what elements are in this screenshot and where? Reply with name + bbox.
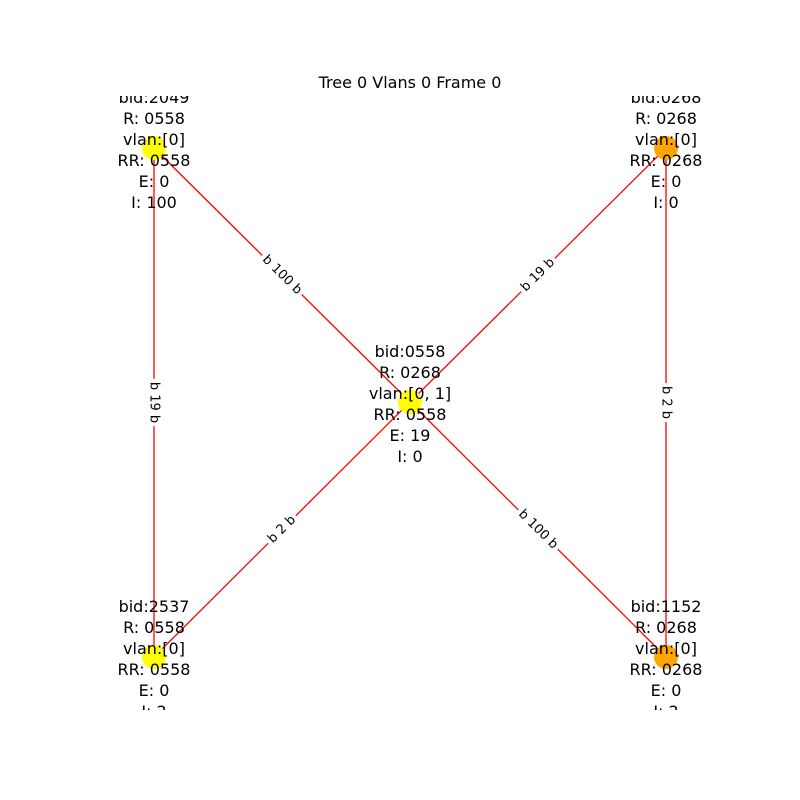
node-tl xyxy=(142,136,166,160)
node-label-line: I: 0 xyxy=(653,193,678,212)
edge-label-group: b 2 b xyxy=(657,382,675,423)
nodes-layer xyxy=(142,136,678,669)
node-label-line: bid:2049 xyxy=(119,88,190,107)
node-label-line: RR: 0268 xyxy=(630,660,703,679)
node-label-line: E: 0 xyxy=(139,681,170,700)
edge-label-background xyxy=(657,382,675,423)
edge-label: b 19 b xyxy=(518,255,558,295)
edge-label: b 2 b xyxy=(659,386,674,419)
node-label-line: vlan:[0] xyxy=(635,130,697,149)
node-label-line: E: 19 xyxy=(390,426,431,445)
edge-label: b 19 b xyxy=(147,382,162,423)
node-br xyxy=(654,645,678,669)
edge-label-group: b 100 b xyxy=(256,249,308,301)
node-label-line: I: 2 xyxy=(141,702,166,721)
node-label-line: bid:0558 xyxy=(375,342,446,361)
edge-label: b 100 b xyxy=(515,507,561,553)
edge-label-background xyxy=(515,252,561,298)
node-tr xyxy=(654,136,678,160)
edge-label-group: b 19 b xyxy=(515,252,561,298)
node-label-line: R: 0558 xyxy=(123,618,185,637)
node-label-line: E: 0 xyxy=(139,172,170,191)
edge-label-background xyxy=(256,249,308,301)
node-label-line: vlan:[0] xyxy=(635,639,697,658)
node-label-line: RR: 0558 xyxy=(374,405,447,424)
edge-label-group: b 19 b xyxy=(145,378,163,427)
node-bl xyxy=(142,645,166,669)
node-label-line: RR: 0268 xyxy=(630,151,703,170)
node-label-line: bid:0268 xyxy=(631,88,702,107)
node-label-line: vlan:[0] xyxy=(123,130,185,149)
edge-label-group: b 100 b xyxy=(512,503,564,556)
node-label-line: I: 0 xyxy=(397,447,422,466)
node-c xyxy=(398,390,422,414)
node-label-line: vlan:[0] xyxy=(123,639,185,658)
edge-label-background xyxy=(262,509,302,550)
node-label-line: vlan:[0, 1] xyxy=(369,384,451,403)
diagram-title: Tree 0 Vlans 0 Frame 0 xyxy=(318,73,502,92)
node-label-line: bid:1152 xyxy=(631,597,702,616)
node-label-line: R: 0268 xyxy=(379,363,441,382)
node-label-line: R: 0268 xyxy=(635,618,697,637)
edge-label-background xyxy=(145,378,163,427)
node-label-line: I: 100 xyxy=(131,193,177,212)
node-label-line: bid:2537 xyxy=(119,597,190,616)
node-label-line: RR: 0558 xyxy=(118,660,191,679)
edge-label: b 100 b xyxy=(259,252,305,298)
node-label-line: E: 0 xyxy=(651,681,682,700)
edge-label-background xyxy=(512,503,564,556)
node-label-line: R: 0558 xyxy=(123,109,185,128)
node-label-line: R: 0268 xyxy=(635,109,697,128)
node-label-line: E: 0 xyxy=(651,172,682,191)
node-label-line: RR: 0558 xyxy=(118,151,191,170)
node-label-line: I: 2 xyxy=(653,702,678,721)
